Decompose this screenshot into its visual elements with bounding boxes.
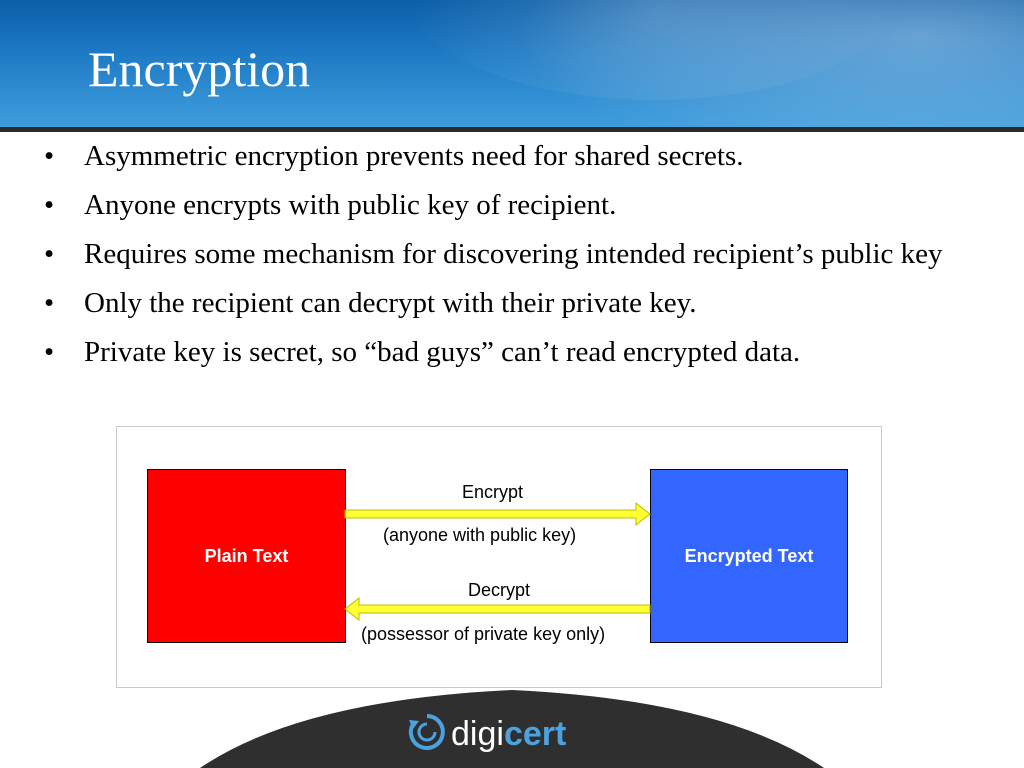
logo-wordmark: digicert — [451, 715, 566, 754]
footer-arc — [200, 690, 824, 768]
bullet-marker: • — [44, 140, 55, 172]
bullet-item: • Asymmetric encryption prevents need fo… — [44, 138, 984, 175]
logo-wordmark-primary: digi — [451, 714, 504, 753]
bullet-marker: • — [44, 189, 55, 222]
plain-text-label: Plain Text — [204, 545, 289, 566]
bullet-text: Requires some mechanism for discovering … — [84, 238, 943, 271]
decrypt-label: Decrypt — [468, 580, 531, 600]
bullet-text: Asymmetric encryption prevents need for … — [84, 140, 744, 172]
digicert-logo: digicert — [407, 712, 566, 756]
header-divider — [0, 127, 1024, 132]
encrypt-arrow — [344, 501, 651, 527]
bullet-text: Private key is secret, so “bad guys” can… — [84, 336, 801, 369]
slide-title: Encryption — [88, 41, 311, 97]
bullet-marker: • — [44, 238, 55, 271]
bullet-list: • Asymmetric encryption prevents need fo… — [44, 138, 984, 384]
decrypt-sublabel: (possessor of private key only) — [361, 624, 606, 644]
encrypt-sublabel: (anyone with public key) — [383, 525, 577, 545]
bullet-marker: • — [44, 287, 55, 320]
bullet-item: • Private key is secret, so “bad guys” c… — [44, 334, 984, 371]
digicert-circle-arrows-icon — [407, 712, 447, 757]
bullet-item: • Requires some mechanism for discoverin… — [44, 236, 984, 273]
encrypted-text-label: Encrypted Text — [684, 545, 814, 566]
slide-header — [0, 0, 1024, 127]
plain-text-box: Plain Text — [147, 469, 346, 643]
header-highlight — [484, 0, 1024, 127]
bullet-text: Anyone encrypts with public key of recip… — [84, 189, 617, 222]
decrypt-arrow — [344, 596, 651, 622]
encrypt-label: Encrypt — [462, 482, 524, 502]
bullet-text: Only the recipient can decrypt with thei… — [84, 287, 697, 320]
bullet-item: • Anyone encrypts with public key of rec… — [44, 187, 984, 224]
bullet-item: • Only the recipient can decrypt with th… — [44, 285, 984, 322]
bullet-marker: • — [44, 336, 55, 369]
logo-wordmark-accent: cert — [503, 714, 567, 753]
slide-footer — [0, 688, 1024, 768]
encrypted-text-box: Encrypted Text — [650, 469, 848, 643]
